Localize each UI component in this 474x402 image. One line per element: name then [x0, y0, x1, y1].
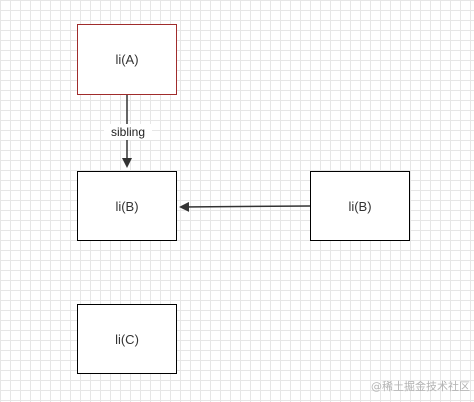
- node-li-b-source-label: li(B): [348, 198, 372, 214]
- node-li-a[interactable]: li(A): [77, 24, 177, 95]
- node-li-c-label: li(C): [115, 331, 139, 347]
- node-li-a-label: li(A): [115, 52, 139, 67]
- node-li-b[interactable]: li(B): [77, 171, 177, 241]
- node-li-b-label: li(B): [115, 198, 139, 214]
- node-li-b-source[interactable]: li(B): [310, 171, 410, 241]
- edge-label-sibling: sibling: [104, 124, 152, 140]
- node-li-c[interactable]: li(C): [77, 304, 177, 374]
- edge-b-source-to-b: [179, 201, 311, 212]
- watermark: @稀土掘金技术社区: [371, 380, 470, 393]
